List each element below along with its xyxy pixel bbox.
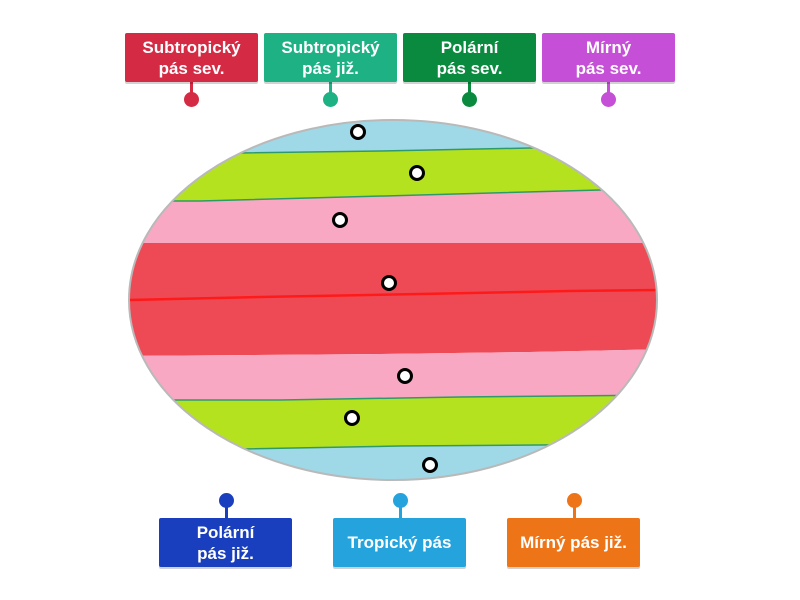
label-polarni-pas-jiz[interactable]: Polární pás již. [159, 518, 292, 567]
earth-outline [128, 119, 658, 481]
label-pin-line [225, 505, 228, 518]
tropical-zone [129, 243, 657, 356]
label-polarni-pas-sev[interactable]: Polární pás sev. [403, 33, 536, 82]
temperate-north-zone [129, 148, 657, 201]
earth-zones [129, 120, 657, 480]
drop-target-hotspot[interactable] [422, 457, 438, 473]
zone-border [129, 394, 657, 401]
label-pin-dot [601, 92, 616, 107]
label-pin-dot [393, 493, 408, 508]
drop-target-hotspot[interactable] [409, 165, 425, 181]
drop-target-hotspot[interactable] [350, 124, 366, 140]
label-pin-dot [567, 493, 582, 508]
subtropical-north-zone [129, 190, 657, 243]
label-subtropicky-pas-jiz[interactable]: Subtropický pás již. [264, 33, 397, 82]
polar-south-zone [129, 444, 657, 480]
polar-north-zone [129, 120, 657, 153]
label-pin-line [607, 82, 610, 94]
temperate-south-zone [129, 395, 657, 449]
label-mirny-pas-jiz[interactable]: Mírný pás již. [507, 518, 640, 567]
label-mirny-pas-sev[interactable]: Mírný pás sev. [542, 33, 675, 82]
label-pin-dot [219, 493, 234, 508]
label-pin-line [190, 82, 193, 94]
label-pin-dot [184, 92, 199, 107]
label-pin-dot [462, 92, 477, 107]
label-pin-line [573, 505, 576, 518]
drop-target-hotspot[interactable] [381, 275, 397, 291]
label-pin-dot [323, 92, 338, 107]
subtropical-south-zone [129, 349, 657, 400]
equator-line [129, 288, 657, 302]
drop-target-hotspot[interactable] [332, 212, 348, 228]
label-pin-line [468, 82, 471, 94]
label-subtropicky-pas-sev[interactable]: Subtropický pás sev. [125, 33, 258, 82]
drop-target-hotspot[interactable] [344, 410, 360, 426]
label-tropicky-pas[interactable]: Tropický pás [333, 518, 466, 567]
label-pin-line [329, 82, 332, 94]
label-pin-line [399, 505, 402, 518]
drop-target-hotspot[interactable] [397, 368, 413, 384]
